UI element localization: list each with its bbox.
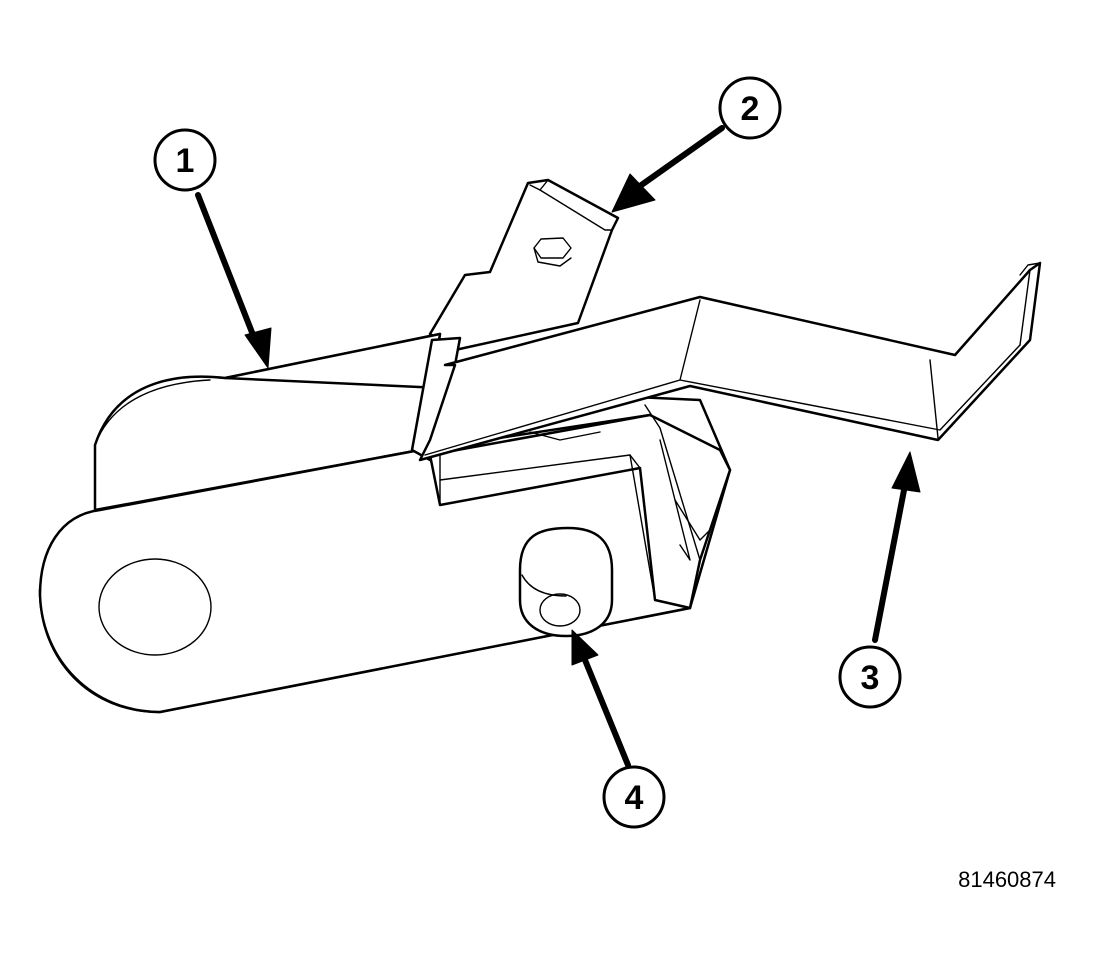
callout-2: 2 (718, 76, 782, 140)
terminal-blade (428, 178, 620, 352)
arrowhead-1 (244, 327, 272, 369)
callout-2-label: 2 (741, 90, 760, 128)
arrowhead-2 (611, 173, 656, 213)
callout-4: 4 (602, 765, 666, 829)
arrowhead-3 (891, 451, 921, 493)
plunger-button (518, 526, 614, 638)
lever-arm (410, 261, 1042, 462)
leader-arrows (195, 125, 921, 768)
leader-3 (872, 482, 908, 643)
hex-nut-icon (533, 237, 572, 259)
callout-4-label: 4 (625, 779, 644, 817)
callout-3: 3 (838, 645, 902, 709)
callout-1-label: 1 (176, 142, 195, 180)
figure-number: 81460874 (958, 867, 1056, 892)
arrowhead-4 (571, 629, 599, 666)
mounting-hole (98, 558, 212, 656)
switch-cavity (428, 404, 732, 610)
callout-1: 1 (153, 128, 217, 192)
leader-2 (637, 125, 725, 189)
callout-3-label: 3 (861, 659, 880, 697)
leader-4 (582, 657, 631, 768)
leader-1 (195, 192, 258, 343)
